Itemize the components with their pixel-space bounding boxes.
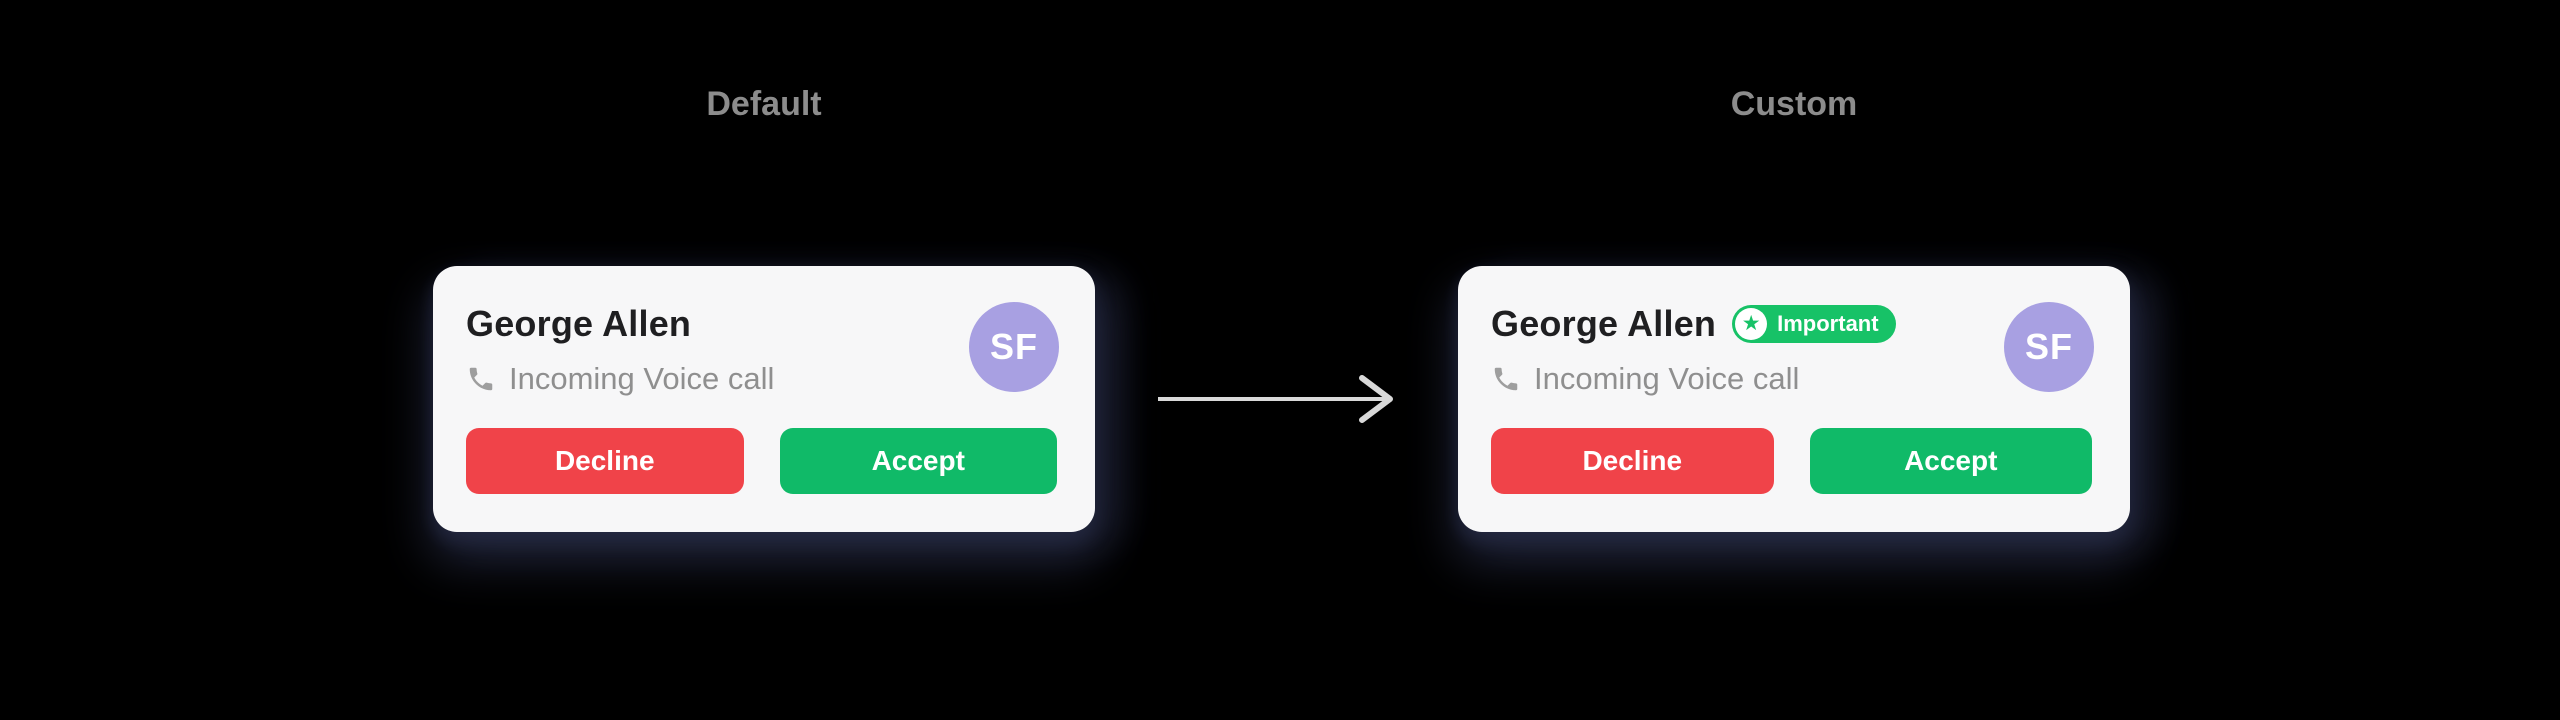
right-arrow-icon <box>1158 375 1393 423</box>
call-type-label: Incoming Voice call <box>1534 361 1800 396</box>
call-type-label: Incoming Voice call <box>509 361 775 396</box>
phone-icon <box>1494 367 1518 391</box>
badge-label: Important <box>1777 311 1879 336</box>
caller-title-row: George Allen ★ Important <box>1491 302 2094 346</box>
section-title-custom: Custom <box>1730 85 1858 123</box>
decline-button[interactable]: Decline <box>466 428 744 494</box>
call-actions-row: Decline Accept <box>466 428 1057 494</box>
accept-button[interactable]: Accept <box>1809 428 2092 494</box>
call-type-row: Incoming Voice call <box>1491 358 2094 400</box>
caller-title-row: George Allen <box>466 302 1059 346</box>
caller-name: George Allen <box>1491 303 1717 344</box>
call-card-default: George Allen Incoming Voice call SF Decl… <box>433 266 1095 532</box>
important-badge: ★ Important <box>1732 305 1896 343</box>
decline-button[interactable]: Decline <box>1491 428 1774 494</box>
avatar: SF <box>2004 302 2094 392</box>
caller-name: George Allen <box>466 303 692 344</box>
call-card-custom: George Allen ★ Important Incoming Voice … <box>1458 266 2130 532</box>
star-icon: ★ <box>1735 308 1768 340</box>
call-type-row: Incoming Voice call <box>466 358 1059 400</box>
accept-button[interactable]: Accept <box>779 428 1057 494</box>
phone-icon <box>469 367 493 391</box>
avatar: SF <box>969 302 1059 392</box>
section-title-default: Default <box>706 85 822 123</box>
call-actions-row: Decline Accept <box>1491 428 2092 494</box>
